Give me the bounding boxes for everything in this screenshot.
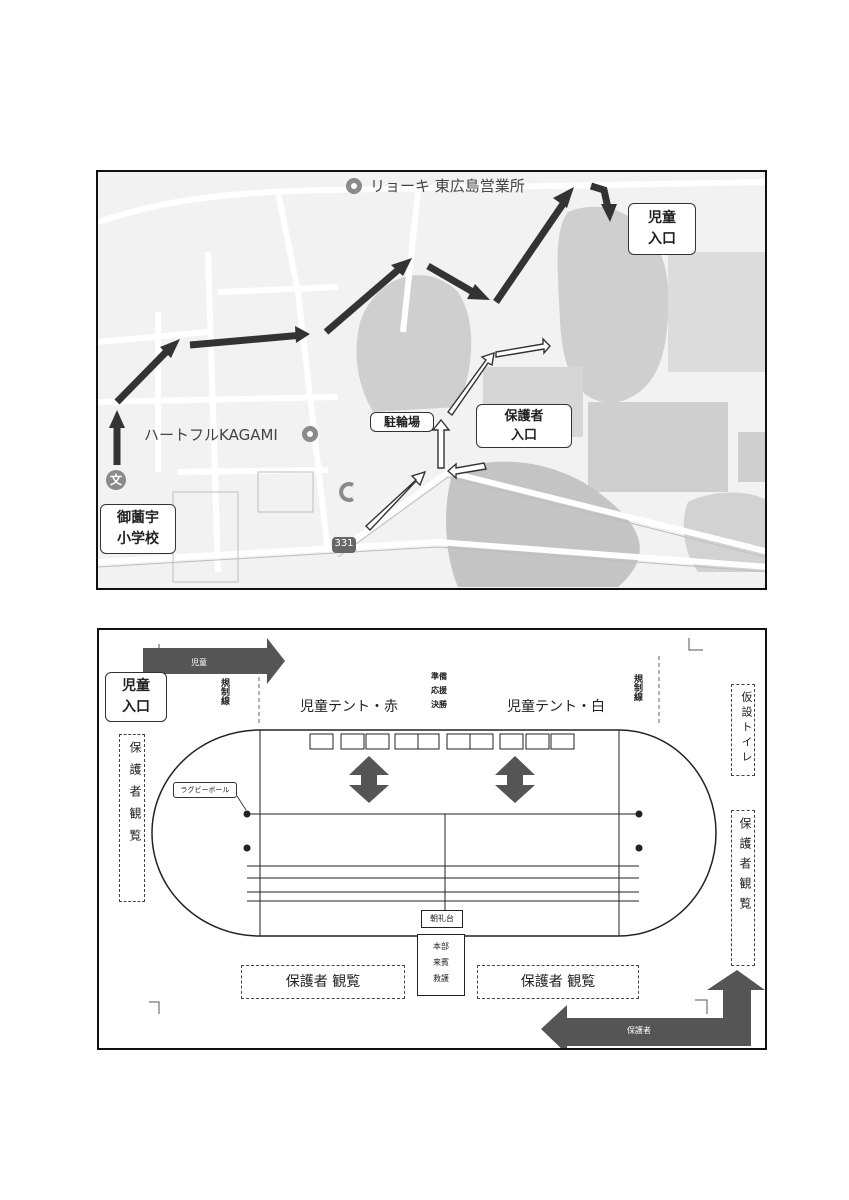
- callout-line: 児童: [648, 210, 676, 226]
- lanes: [247, 813, 639, 902]
- hq-line: 救護: [433, 974, 449, 983]
- parent-route-arrows: [364, 337, 551, 532]
- parents-arrow: [541, 970, 765, 1048]
- heartful-label: ハートフルKAGAMI: [144, 426, 278, 444]
- ready-line: 決勝: [431, 700, 447, 709]
- track-outline: [151, 729, 717, 937]
- ready-line: 応援: [431, 686, 447, 695]
- children-arrow-label: 児童: [191, 658, 207, 667]
- parents-view-bottom-right: 保護者 観覧: [477, 965, 639, 999]
- parking-callout: 駐輪場: [370, 412, 434, 432]
- tent-white-label: 児童テント・白: [507, 699, 605, 715]
- callout-line: 児童: [122, 678, 150, 694]
- field-child-entrance: 児童 入口: [105, 672, 167, 722]
- ready-area-label: 準備 応援 決勝: [431, 670, 447, 712]
- roads: [98, 179, 765, 573]
- road-number-label: 331: [334, 538, 354, 549]
- field-graphic: [143, 638, 765, 1048]
- map-area-block: [557, 206, 669, 403]
- restriction-lines: [258, 656, 660, 726]
- parking-c-icon: [339, 482, 354, 502]
- double-arrow-icon: [349, 756, 389, 803]
- rugby-posts: [243, 810, 643, 852]
- map-area-block: [588, 402, 728, 492]
- access-map: リョーキ 東広島営業所 ハートフルKAGAMI 331 文 児童 入口 駐輪場 …: [96, 170, 767, 590]
- podium-box: 朝礼台: [421, 910, 463, 928]
- hq-line: 来賓: [433, 958, 449, 967]
- ready-line: 準備: [431, 672, 447, 681]
- hq-box: 本部 来賓 救護: [417, 934, 465, 996]
- callout-line: 入口: [122, 699, 150, 715]
- parents-view-left: 保護者観覧: [119, 734, 145, 902]
- children-arrow: [143, 638, 285, 684]
- school-callout: 御薗宇 小学校: [100, 504, 176, 554]
- double-arrow-icon: [495, 756, 535, 803]
- map-area-block: [668, 252, 765, 372]
- ryoki-label: リョーキ 東広島営業所: [370, 177, 525, 195]
- rugby-ball-label: ラグビーボール: [173, 782, 237, 798]
- school-icon: 文: [109, 473, 122, 487]
- parent-entrance-callout: 保護者 入口: [476, 404, 572, 448]
- child-entrance-callout: 児童 入口: [628, 203, 696, 255]
- school-pin: [106, 470, 126, 490]
- restriction-line-right: 規制線: [632, 674, 642, 701]
- callout-line: 入口: [648, 231, 676, 247]
- tent-red-label: 児童テント・赤: [300, 699, 398, 715]
- toilet-box: 仮設トイレ: [731, 684, 755, 776]
- callout-line: 入口: [510, 428, 537, 443]
- child-route-arrows: [113, 182, 612, 465]
- map-area-block: [356, 275, 472, 412]
- field-layout: 児童 保護者 児童 入口 規制線 規制線 児童テント・赤 児童テント・白 準備 …: [97, 628, 767, 1050]
- callout-line: 保護者: [504, 409, 544, 424]
- callout-line: 御薗宇: [117, 510, 159, 526]
- parents-arrow-label: 保護者: [627, 1026, 651, 1035]
- tent-boxes: [309, 733, 575, 750]
- map-area-block: [738, 432, 765, 482]
- child-route-arrowheads: [109, 187, 617, 428]
- parents-view-right: 保護者観覧: [731, 810, 755, 966]
- corner-marks: [149, 638, 708, 1014]
- parents-view-bottom-left: 保護者 観覧: [241, 965, 405, 999]
- hq-line: 本部: [433, 942, 449, 951]
- road-number-badge: [332, 537, 356, 553]
- callout-line: 小学校: [117, 531, 159, 547]
- restriction-line-left: 規制線: [219, 678, 229, 705]
